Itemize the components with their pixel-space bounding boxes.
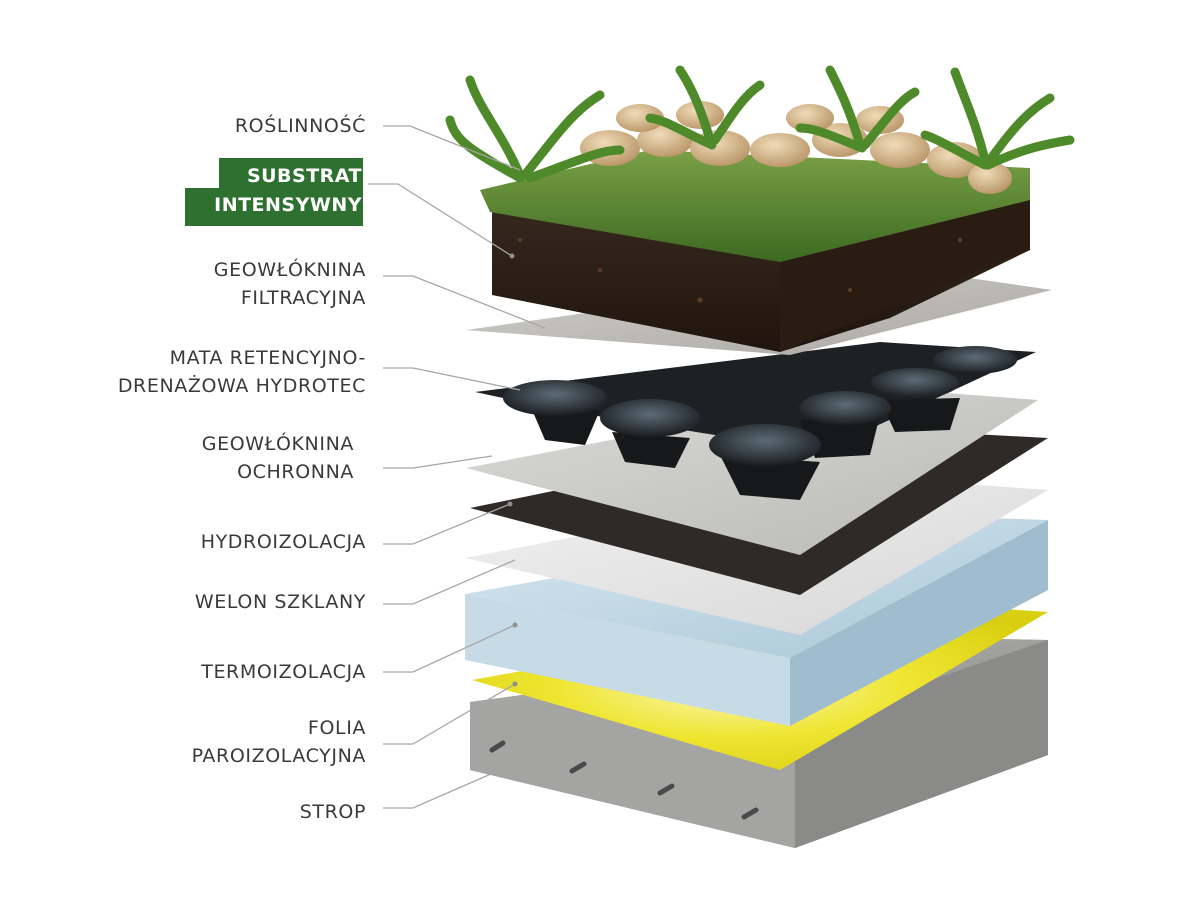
vegetation-layer — [445, 65, 1075, 262]
label-filter-geotextile: GEOWŁÓKNINA FILTRACYJNA — [213, 259, 366, 309]
substrate-badge-notch — [185, 158, 219, 188]
label-slab: STROP — [299, 801, 366, 823]
leader-filter-geotextile — [383, 275, 546, 329]
leader-protective-geotextile — [383, 455, 493, 469]
label-drainage-mat: MATA RETENCYJNO- DRENAŻOWA HYDROTEC — [117, 347, 366, 397]
leader-glass-veil — [383, 559, 516, 605]
leader-lines — [368, 125, 546, 809]
label-thermal-insulation: TERMOIZOLACJA — [201, 661, 366, 683]
leader-substrate — [368, 183, 513, 257]
label-protective-geotextile: GEOWŁÓKNINA OCHRONNA — [201, 433, 354, 483]
leader-drainage-mat — [383, 367, 521, 391]
label-waterproofing: HYDROIZOLACJA — [200, 531, 366, 553]
leader-dots — [507, 253, 518, 687]
label-substrate: SUBSTRAT INTENSYWNY — [214, 165, 362, 216]
label-vegetation: ROŚLINNOŚĆ — [234, 115, 366, 137]
label-vapor-barrier: FOLIA PAROIZOLACYJNA — [191, 717, 366, 767]
leader-slab — [383, 769, 501, 809]
drainage-mat — [475, 342, 1036, 500]
plant-leaves — [445, 65, 1075, 183]
leader-vegetation — [383, 125, 521, 171]
label-glass-veil: WELON SZKLANY — [194, 591, 366, 613]
leader-vapor-barrier — [383, 683, 516, 745]
leader-waterproofing — [383, 503, 511, 545]
leader-thermal-insulation — [383, 624, 516, 673]
